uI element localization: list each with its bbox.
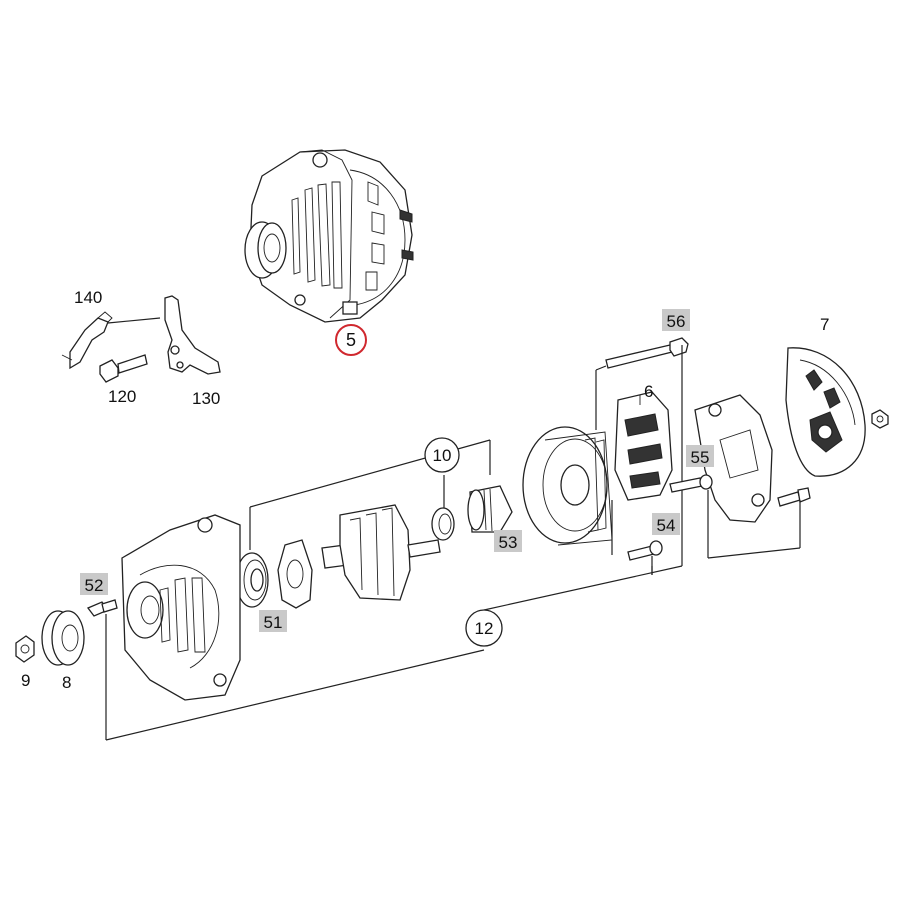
label-10[interactable]: 10 [433, 446, 452, 465]
label-53[interactable]: 53 [499, 533, 518, 552]
alternator-assembly[interactable] [244, 149, 414, 323]
label-130[interactable]: 130 [192, 389, 220, 408]
regulator-6[interactable] [614, 391, 673, 501]
pulley-8[interactable] [41, 610, 85, 666]
rectifier-plate[interactable] [694, 394, 773, 523]
label-box-53 [494, 530, 522, 552]
callout-circle-12 [465, 609, 503, 647]
label-52[interactable]: 52 [85, 576, 104, 595]
bracket-140[interactable] [61, 311, 113, 370]
nut-7[interactable] [871, 409, 889, 429]
bolt-56[interactable] [605, 337, 689, 369]
label-140[interactable]: 140 [74, 288, 102, 307]
bolt-55[interactable] [669, 474, 713, 493]
label-box-52 [80, 573, 108, 595]
bolt-52[interactable] [86, 599, 118, 617]
gasket[interactable] [277, 539, 313, 609]
label-5[interactable]: 5 [346, 330, 356, 350]
label-8[interactable]: 8 [62, 673, 71, 692]
bracket-130[interactable] [164, 295, 221, 375]
bearing-51[interactable] [235, 552, 269, 608]
bolt-54[interactable] [627, 540, 663, 561]
label-12[interactable]: 12 [475, 619, 494, 638]
label-box-56 [662, 309, 690, 331]
rotor[interactable] [321, 504, 441, 601]
callout-circle-10 [424, 437, 460, 473]
label-7[interactable]: 7 [820, 315, 829, 334]
label-120[interactable]: 120 [108, 387, 136, 406]
label-56[interactable]: 56 [667, 312, 686, 331]
label-6[interactable]: 6 [644, 382, 653, 401]
label-55[interactable]: 55 [691, 448, 710, 467]
bolt-120[interactable] [99, 354, 148, 383]
label-box-55 [686, 445, 714, 467]
stator[interactable] [522, 426, 613, 546]
label-box-54 [652, 513, 680, 535]
front-housing[interactable] [121, 514, 241, 701]
rear-cover-7[interactable] [785, 347, 866, 477]
slip-ring-53[interactable] [467, 485, 513, 533]
bolt-plate[interactable] [777, 487, 811, 507]
label-9[interactable]: 9 [21, 671, 30, 690]
highlight-circle-5 [335, 324, 367, 356]
label-51[interactable]: 51 [264, 613, 283, 632]
nut-9[interactable] [15, 635, 35, 663]
label-54[interactable]: 54 [657, 516, 676, 535]
label-box-51 [259, 610, 287, 632]
bearing-rear[interactable] [431, 507, 455, 541]
